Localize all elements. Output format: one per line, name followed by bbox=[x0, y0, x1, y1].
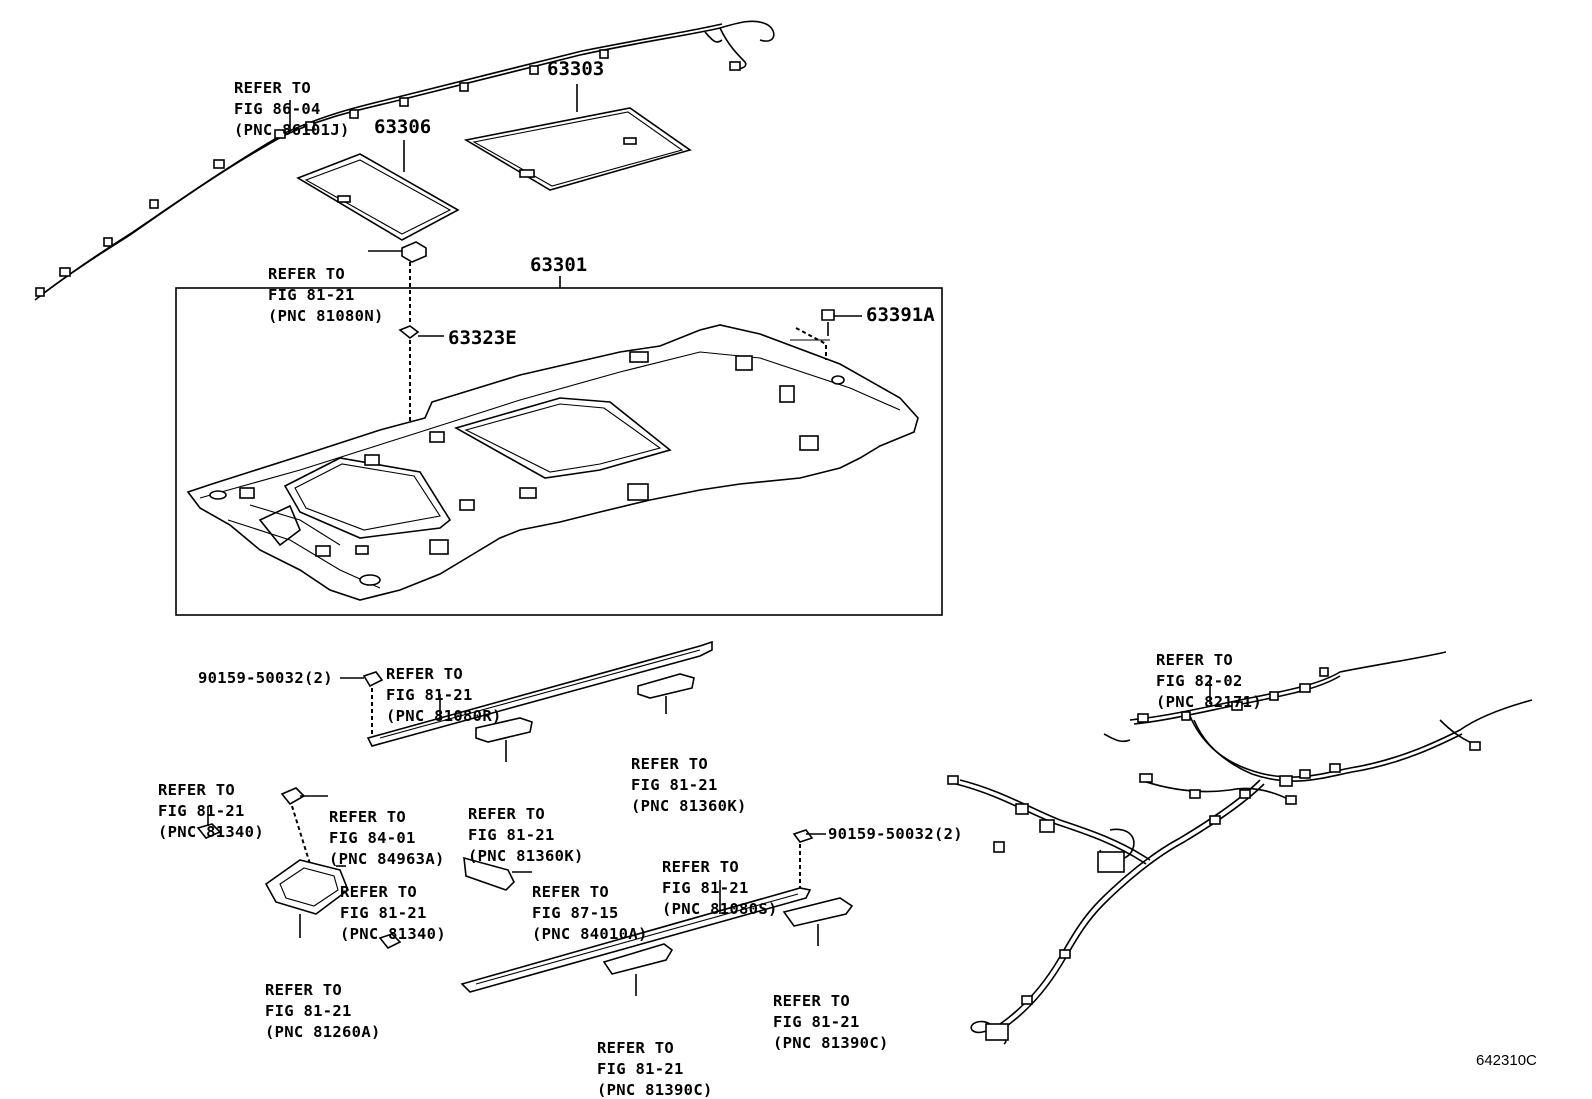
part-number-90159-front: 90159-50032(2) bbox=[198, 669, 333, 687]
figure-code: 642310C bbox=[1476, 1052, 1537, 1069]
floor-wire-harness bbox=[947, 651, 1533, 1045]
headliner-63301 bbox=[186, 309, 919, 601]
part-number-63306: 63306 bbox=[374, 116, 432, 138]
part-number-63301: 63301 bbox=[530, 254, 588, 276]
roof-rail-81080S bbox=[460, 829, 854, 996]
part-number-63391A: 63391A bbox=[866, 304, 935, 326]
part-number-90159-rear: 90159-50032(2) bbox=[828, 825, 963, 843]
part-number-63303: 63303 bbox=[547, 58, 605, 80]
headliner-frame bbox=[175, 287, 943, 616]
roof-rail-81080R bbox=[340, 640, 713, 762]
roof-wire-harness bbox=[34, 20, 775, 301]
clip-81080N bbox=[368, 241, 444, 480]
sunshade-63306 bbox=[296, 140, 460, 241]
sunshade-63303 bbox=[463, 84, 692, 191]
small-parts-left bbox=[196, 787, 532, 950]
part-number-63323E: 63323E bbox=[448, 327, 517, 349]
